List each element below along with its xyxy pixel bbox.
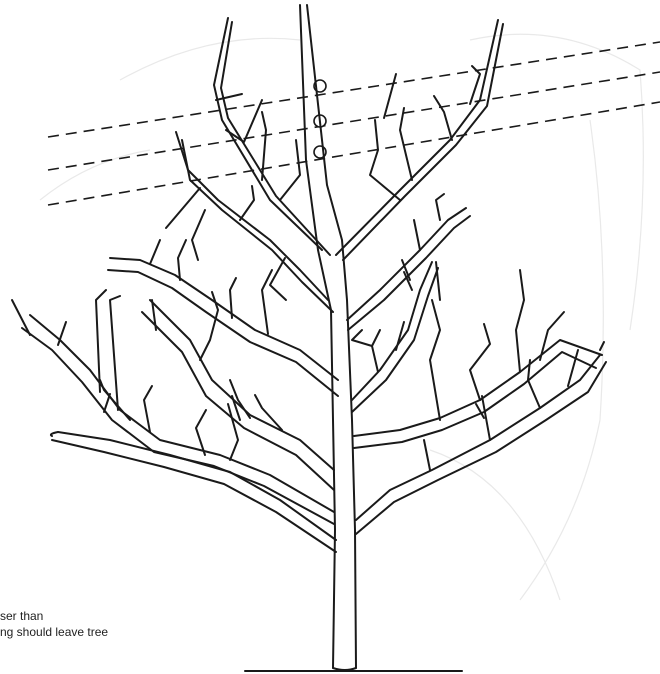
upper-right-scaffold [347, 194, 470, 330]
lower-left-scaffold [142, 292, 334, 490]
height-guide-lines [48, 42, 660, 205]
caption-line-1: ser than [0, 609, 43, 623]
tree [12, 5, 606, 671]
lower-right-scaffold [356, 350, 606, 534]
height-guide-line-top [48, 42, 660, 137]
right-upper-leader [336, 20, 503, 260]
trunk [300, 5, 356, 670]
far-left-scaffold [12, 290, 334, 524]
height-guide-line-bottom [48, 102, 660, 205]
faint-backdrop-sketch [40, 34, 643, 600]
caption-line-2: ng should leave tree [0, 625, 108, 639]
mid-right-scaffold [352, 262, 440, 412]
right-horizontal-scaffold [354, 270, 604, 448]
bottom-left-limb [51, 394, 336, 552]
long-left-scaffold [108, 240, 338, 396]
height-guide-line-middle [48, 72, 660, 170]
